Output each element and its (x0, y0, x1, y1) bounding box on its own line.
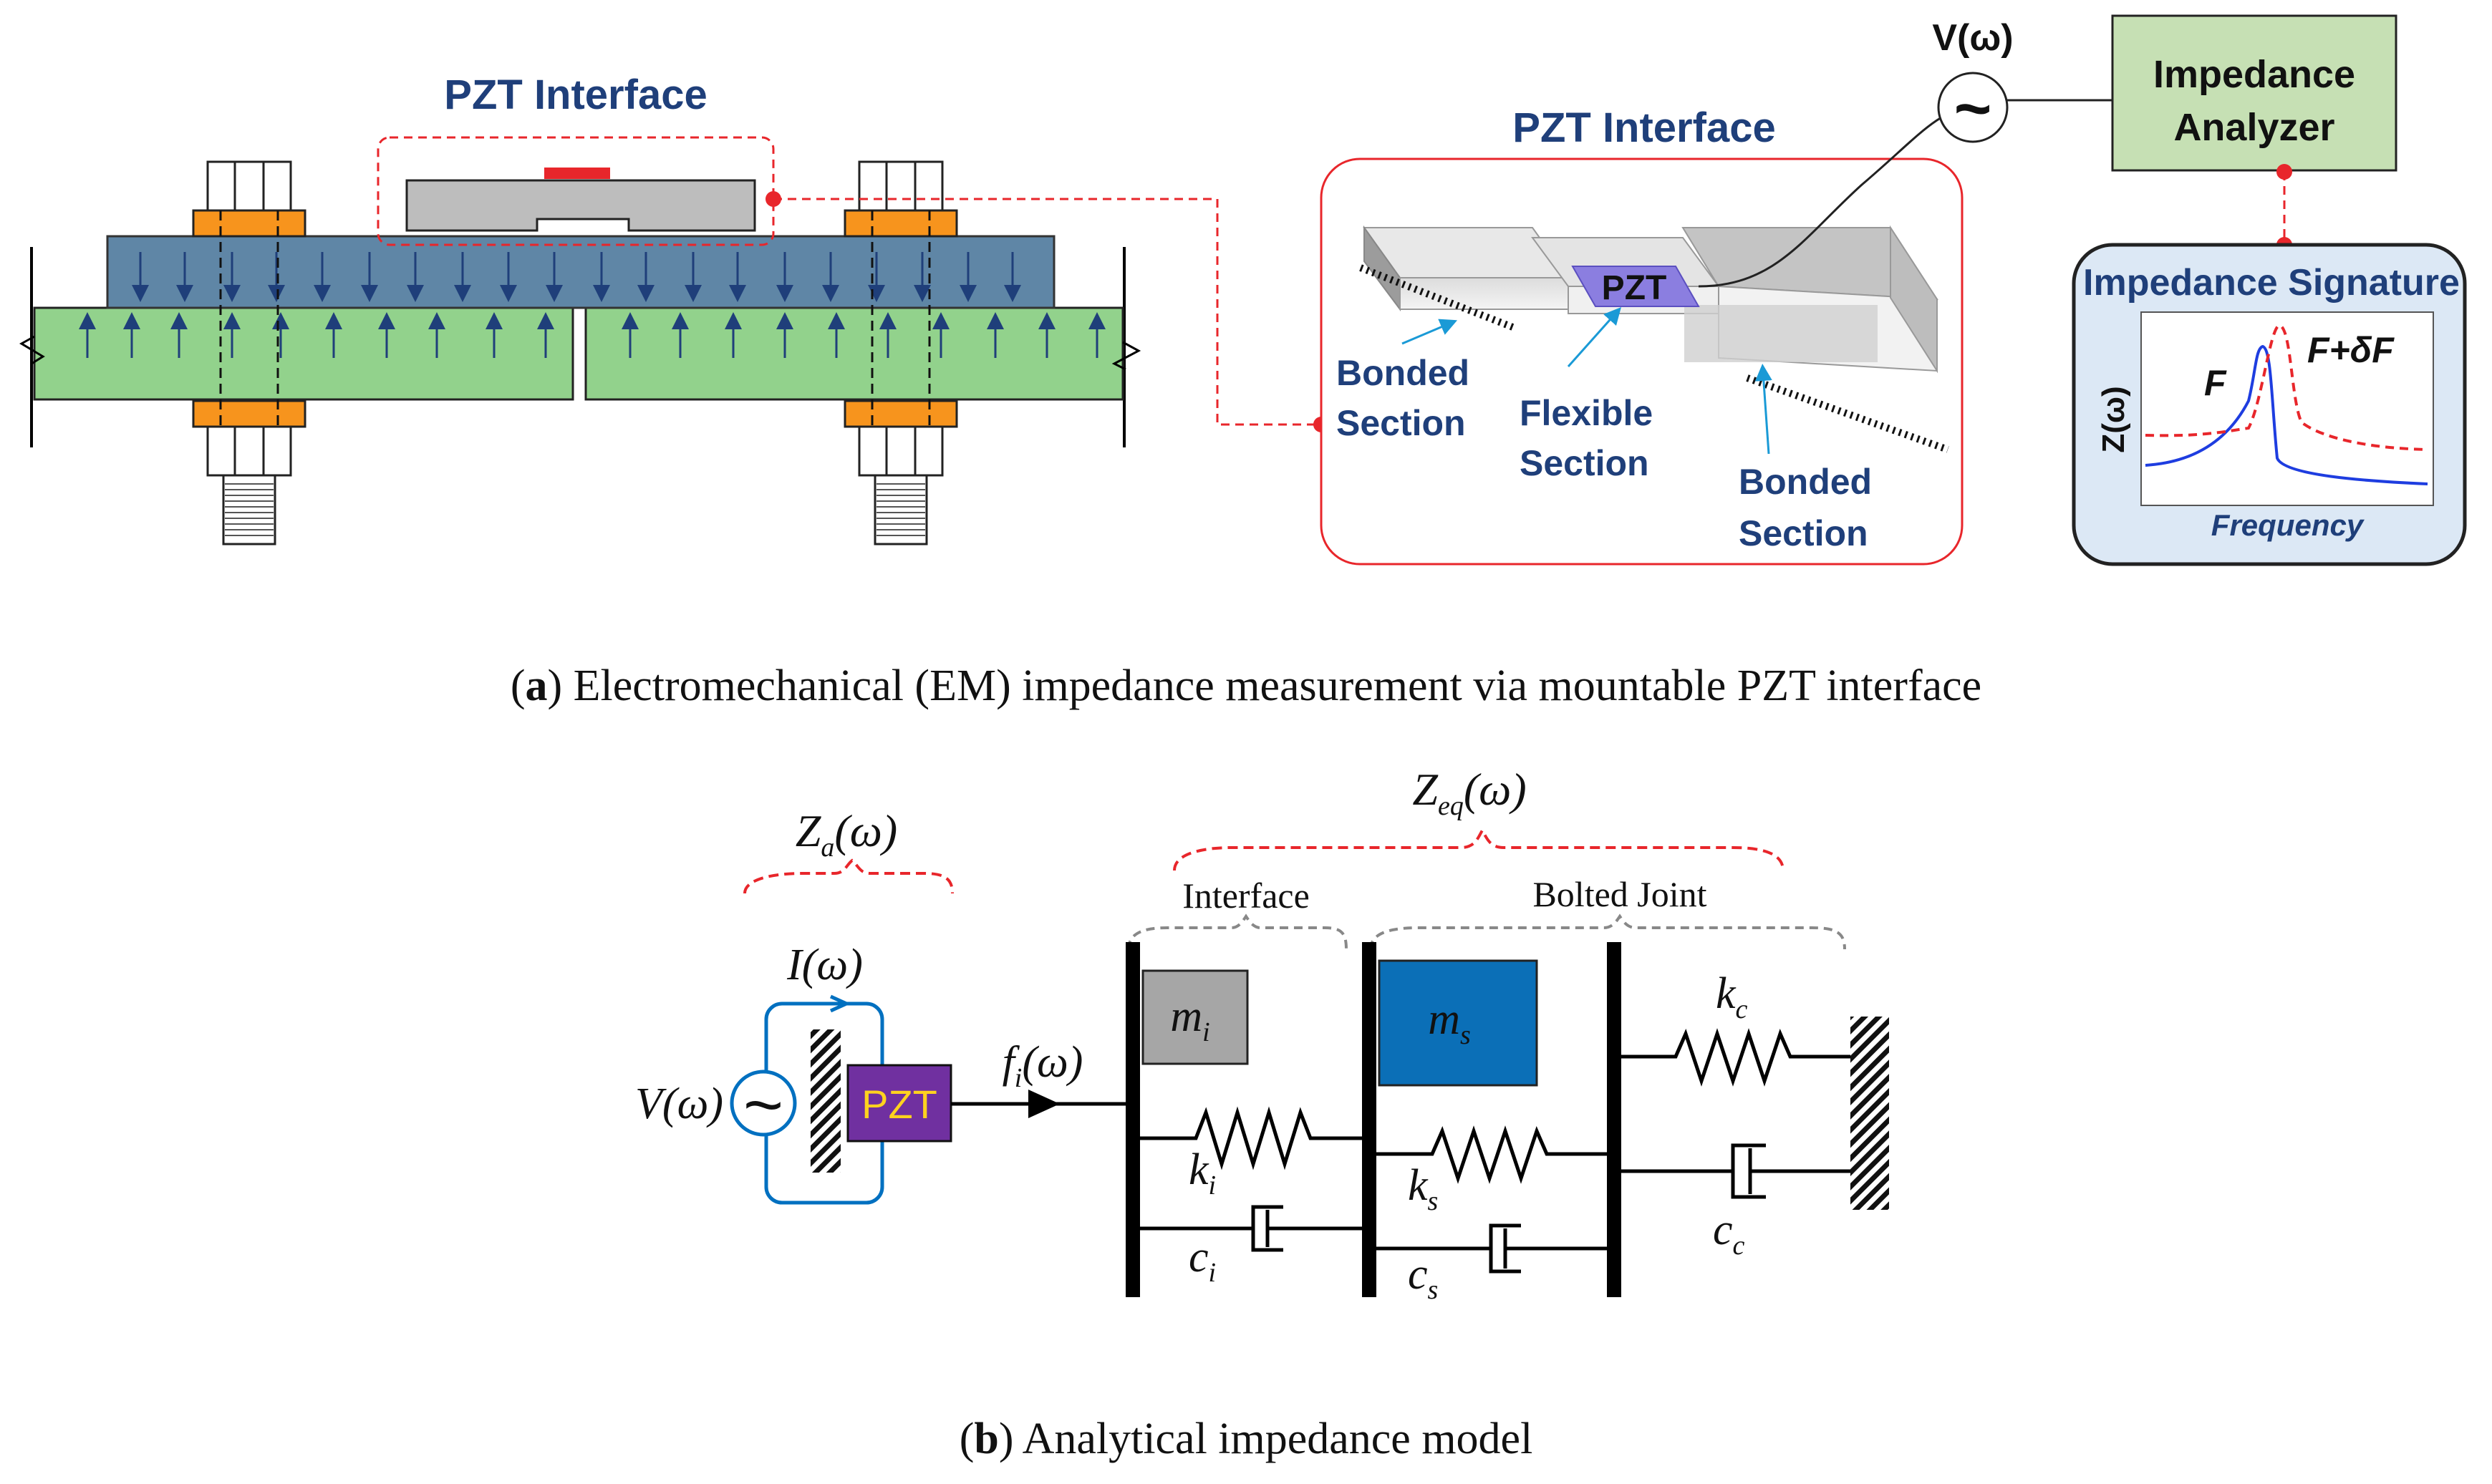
pzt-patch-red (544, 168, 610, 179)
damper-i (1140, 1205, 1362, 1252)
analytical-model: Za(ω) Zeq(ω) Interface Bolted Joint I(ω)… (635, 764, 1889, 1305)
pressure-arrows-down (132, 252, 1021, 302)
pzt-wall-hatch (811, 1029, 841, 1173)
splice-plate (106, 235, 1056, 309)
force-label: fi(ω) (1003, 1038, 1083, 1093)
caption-b: (b) Analytical impedance model (960, 1415, 1533, 1463)
pzt-block-label: PZT (861, 1082, 937, 1127)
spring-s-label: ks (1408, 1161, 1438, 1216)
bonded-section-1-line1: Bonded (1336, 353, 1469, 393)
flexible-section-line2: Section (1520, 443, 1649, 483)
bolted-joint-drawing: PZT Interface (19, 72, 1141, 545)
label-f-shift: F+δF (2307, 330, 2395, 370)
ac-source (730, 1070, 797, 1137)
pzt-interface-title-left: PZT Interface (444, 72, 707, 118)
impedance-analyzer (2111, 14, 2397, 172)
bar-1 (1126, 942, 1140, 1297)
member-left (33, 306, 574, 401)
bonded-section-1-line2: Section (1336, 403, 1466, 443)
flexible-section-line1: Flexible (1520, 393, 1653, 433)
interface-block-profile (405, 179, 756, 232)
current-label: I(ω) (786, 941, 863, 989)
caption-a-letter: a (526, 661, 548, 710)
spring-i (1140, 1106, 1362, 1170)
curve-f-shift (2145, 324, 2428, 451)
pressure-arrows-up (79, 312, 1106, 358)
spring-c (1621, 1028, 1850, 1087)
voltage-source (1937, 72, 2009, 143)
interface-label: Interface (1182, 876, 1310, 916)
damper-c-label: cc (1713, 1206, 1745, 1261)
pzt-interface-closeup: PZT Interface PZT Bonded Section Flexibl… (1320, 102, 1977, 566)
voltage-source-symbol: ~ (1954, 73, 1992, 145)
bolt-left (192, 160, 306, 545)
bonded-section-2-line1: Bonded (1739, 462, 1872, 502)
damper-i-label: ci (1189, 1233, 1216, 1288)
member-right (584, 306, 1124, 401)
mass-i-label: mi (1170, 992, 1209, 1047)
caption-b-letter: b (974, 1415, 998, 1463)
voltage-label: V(ω) (635, 1080, 723, 1128)
bolt-right (844, 160, 958, 545)
bolted-joint-brace (1369, 913, 1846, 950)
signature-x-label: Frequency (2211, 508, 2365, 542)
damper-s-label: cs (1408, 1250, 1438, 1305)
impedance-signature-title: Impedance Signature (2083, 262, 2460, 304)
bonded-section-2-line2: Section (1739, 513, 1868, 553)
spring-c-label: kc (1716, 969, 1748, 1024)
mass-i (1141, 969, 1249, 1065)
damper-c (1621, 1143, 1850, 1199)
bolted-joint-label: Bolted Joint (1532, 874, 1706, 914)
caption-b-text: ) Analytical impedance model (999, 1415, 1532, 1463)
pzt-patch-label: PZT (1602, 269, 1667, 307)
mass-s-label: ms (1428, 995, 1471, 1050)
caption-a: (a) Electromechanical (EM) impedance mea… (511, 661, 1981, 710)
label-f: F (2204, 363, 2227, 403)
caption-a-text: ) Electromechanical (EM) impedance measu… (548, 661, 1982, 710)
fixed-ground-hatch (1850, 1017, 1889, 1210)
zeq-brace (1173, 828, 1785, 871)
pzt-block (846, 1064, 952, 1143)
za-brace (743, 858, 954, 894)
analyzer-label-line2: Analyzer (2173, 106, 2334, 149)
zeq-label: Zeq(ω) (1412, 764, 1526, 821)
curve-f (2145, 344, 2428, 485)
pzt-interface-title-right: PZT Interface (1512, 105, 1775, 151)
spring-s (1376, 1125, 1607, 1184)
damper-s (1376, 1223, 1607, 1274)
analyzer-label-line1: Impedance (2153, 53, 2355, 96)
voltage-source-label: V(ω) (1932, 17, 2013, 59)
za-label: Za(ω) (796, 805, 897, 863)
spring-i-label: ki (1189, 1145, 1216, 1201)
measurement-system: ~ V(ω) Impedance Analyzer Impedance Sign… (1932, 14, 2467, 566)
bar-3 (1607, 942, 1621, 1297)
bar-2 (1362, 942, 1376, 1297)
pzt-patch (1571, 266, 1700, 307)
interface-brace (1127, 913, 1348, 950)
signature-y-label: Z(ω) (2096, 386, 2131, 452)
ac-source-symbol: ~ (743, 1067, 783, 1143)
mass-s (1378, 959, 1538, 1087)
